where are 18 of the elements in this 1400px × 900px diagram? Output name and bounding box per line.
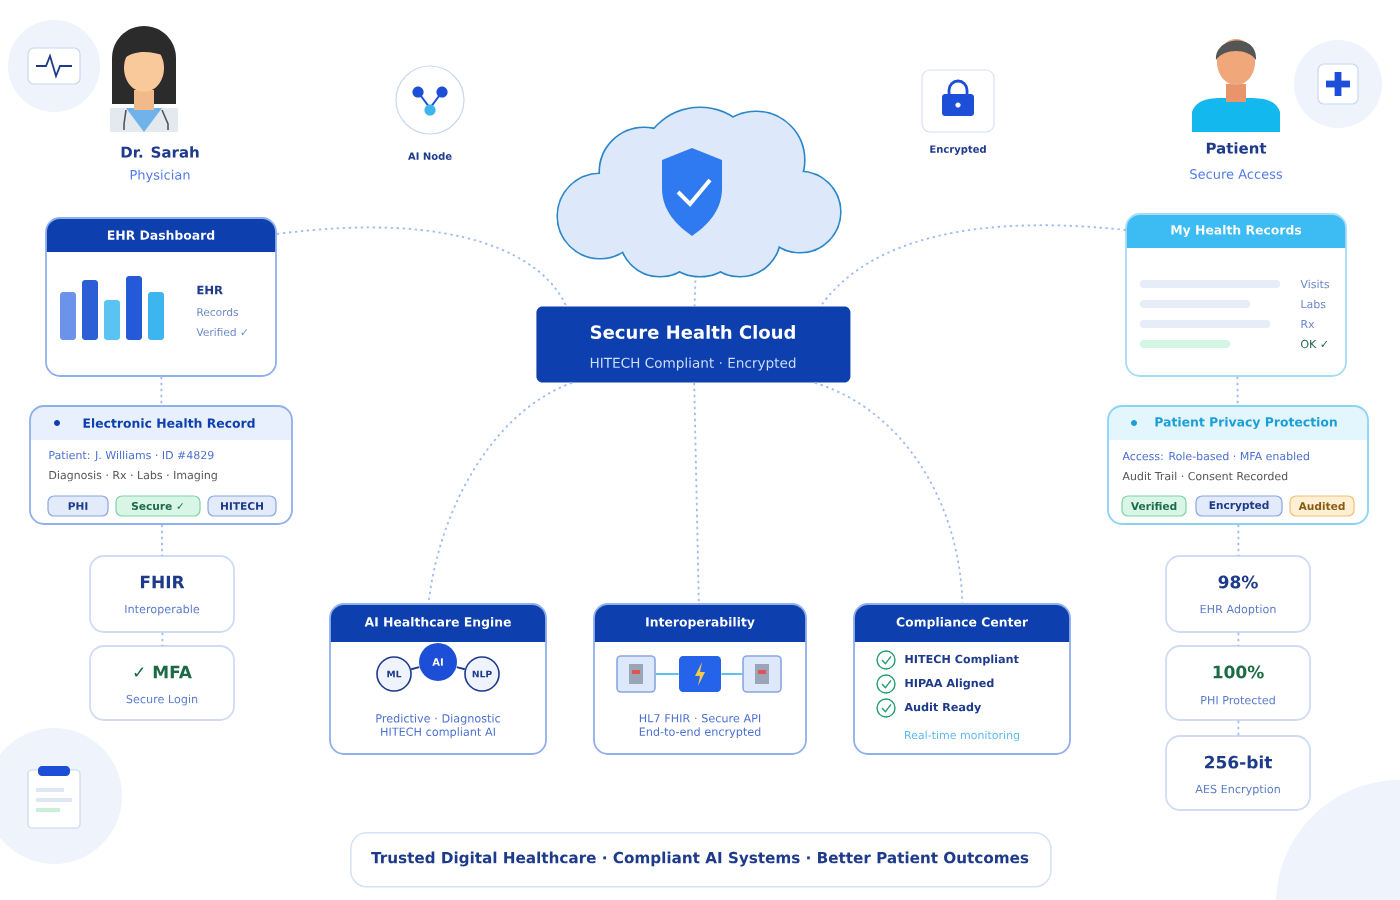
connector-line	[160, 375, 163, 407]
connector-line	[455, 666, 466, 671]
connector-line	[1237, 523, 1240, 557]
connector-line	[654, 673, 680, 675]
connector-line	[410, 666, 421, 671]
connector-line	[160, 523, 163, 557]
connector-line	[693, 381, 700, 605]
server-icon	[742, 655, 782, 693]
connector-line	[1236, 375, 1239, 407]
server-icon	[616, 655, 656, 693]
connector-line	[427, 381, 573, 605]
connector-line	[819, 224, 1127, 307]
connector-line	[275, 226, 567, 307]
lightning-icon	[679, 656, 721, 692]
connector-line	[813, 381, 964, 605]
connector-line	[720, 673, 744, 675]
connector-line	[693, 279, 697, 307]
cloud-shield-drawing	[556, 106, 842, 278]
